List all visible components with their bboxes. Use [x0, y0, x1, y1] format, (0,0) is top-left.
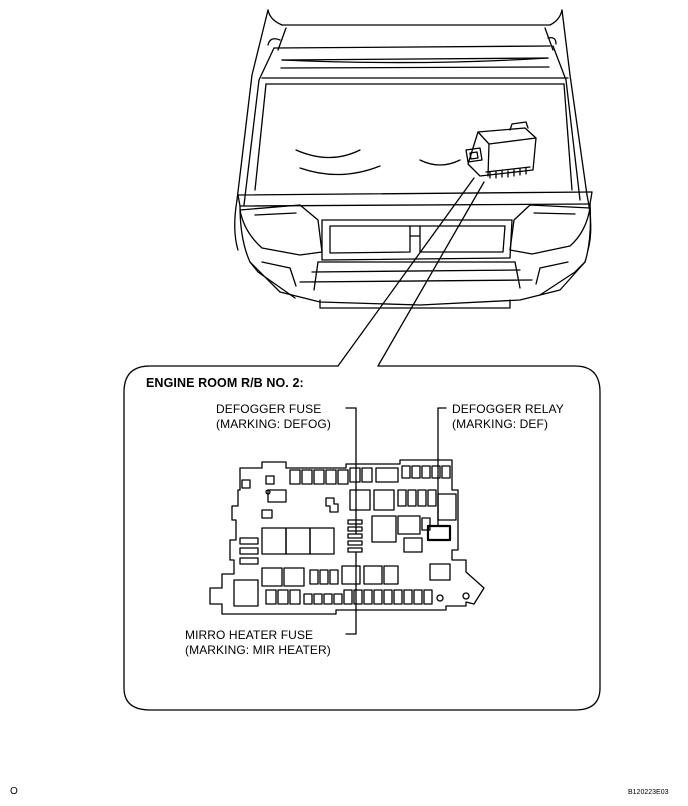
defogger-relay-pointer [437, 407, 447, 527]
corner-mark: O [10, 786, 18, 797]
defogger-relay-label: DEFOGGER RELAY (MARKING: DEF) [452, 402, 564, 432]
vehicle-front-illustration [234, 9, 593, 309]
defogger-fuse-pointer [345, 407, 357, 535]
mirror-heater-fuse-label: MIRRO HEATER FUSE (MARKING: MIR HEATER) [185, 628, 331, 658]
callout-panel-border [123, 365, 601, 711]
relay-block-detail [209, 459, 485, 615]
figure-code: B120223E03 [628, 789, 669, 796]
leader-line [337, 177, 475, 367]
defogger-fuse-name: DEFOGGER FUSE [216, 402, 322, 416]
defogger-fuse-marking: (MARKING: DEFOG) [216, 417, 331, 431]
defogger-fuse-label: DEFOGGER FUSE (MARKING: DEFOG) [216, 402, 331, 432]
defogger-relay-marking: (MARKING: DEF) [452, 417, 549, 431]
defogger-relay-name: DEFOGGER RELAY [452, 402, 564, 416]
mirror-heater-fuse-name: MIRRO HEATER FUSE [185, 628, 314, 642]
leader-line [377, 181, 485, 367]
mirror-heater-fuse-marking: (MARKING: MIR HEATER) [185, 643, 331, 657]
mirror-heater-fuse-pointer [345, 551, 357, 635]
panel-title: ENGINE ROOM R/B NO. 2: [146, 376, 304, 390]
